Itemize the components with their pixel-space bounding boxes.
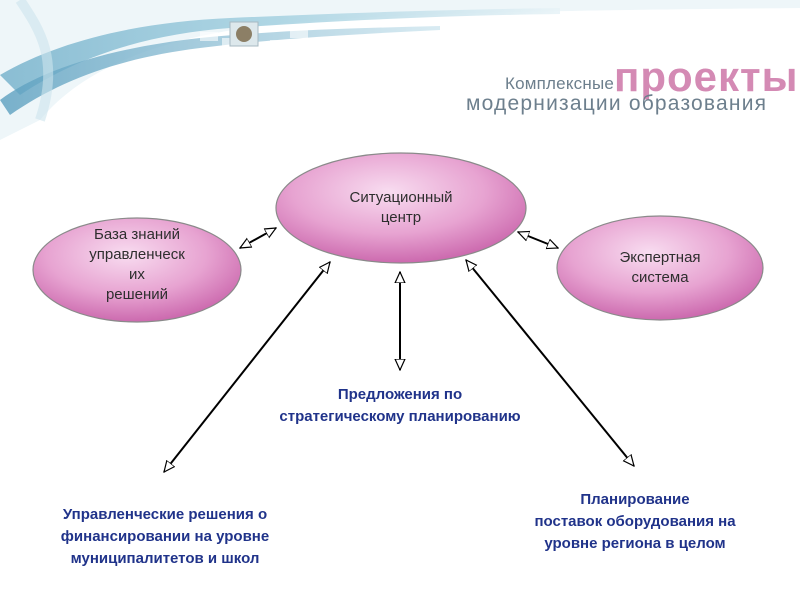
arrow-center-right xyxy=(518,232,558,248)
header-banner xyxy=(0,0,800,140)
brand-small-text: Комплексные xyxy=(505,74,615,93)
center-node-ellipse xyxy=(275,152,527,264)
brand-big-text: проекты xyxy=(614,53,799,100)
arrow-left-center xyxy=(240,227,276,249)
brand-subtitle: модернизации образования xyxy=(466,92,768,115)
arrow-center-bottom-left xyxy=(164,262,330,472)
arrow-center-bottom-right xyxy=(466,260,634,466)
